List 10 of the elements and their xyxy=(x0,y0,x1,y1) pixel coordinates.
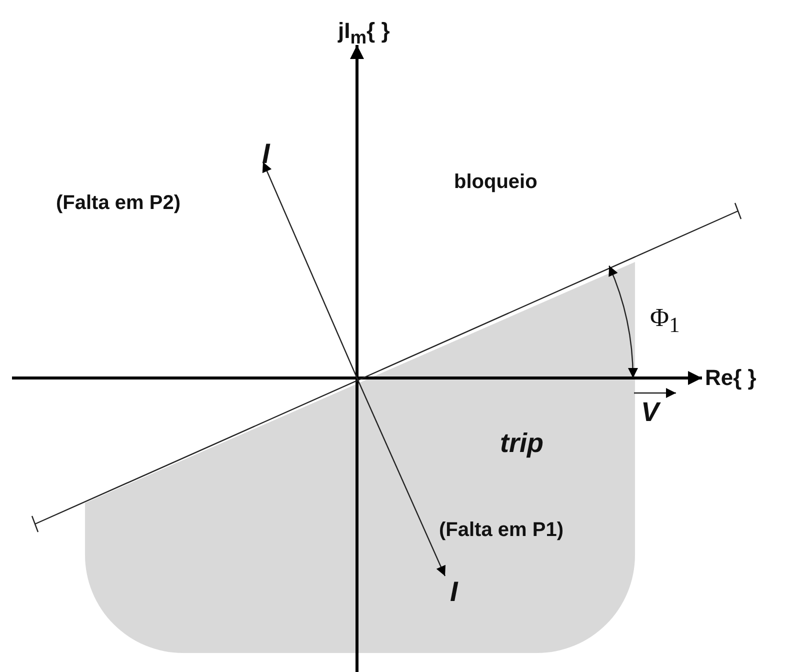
angle-label: Φ$_{1}$ xyxy=(650,305,680,337)
fault-label: (Falta em P2) xyxy=(56,193,180,213)
region-label: trip xyxy=(500,430,544,457)
fault-label: (Falta em P1) xyxy=(439,520,564,540)
phasor-label: I xyxy=(262,140,270,168)
phasor-label: V xyxy=(641,399,660,426)
axis-label: Re{ } xyxy=(705,367,756,389)
axis-label: jI$_{m}${ } xyxy=(338,20,390,47)
phasor-label: I xyxy=(450,578,458,606)
region-label: bloqueio xyxy=(454,172,538,192)
